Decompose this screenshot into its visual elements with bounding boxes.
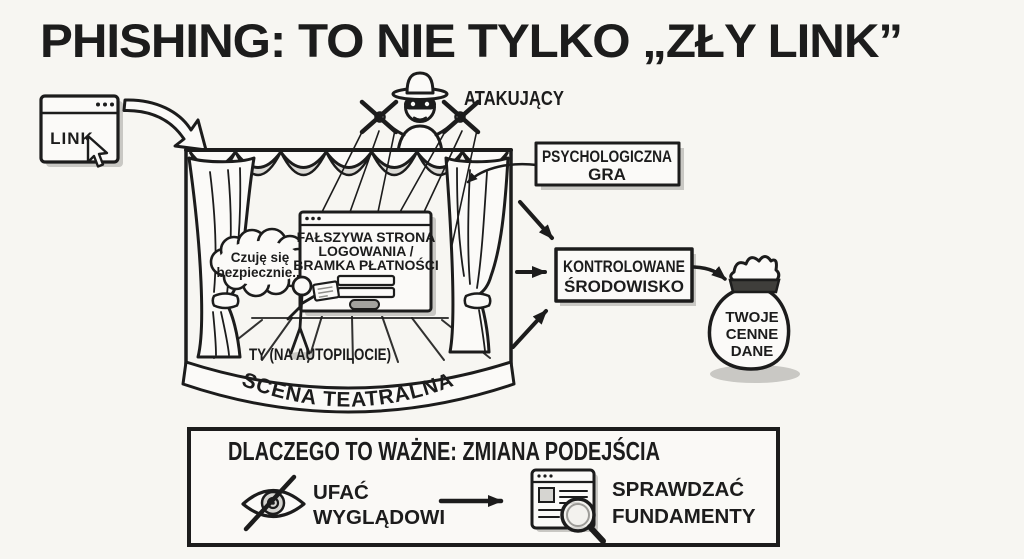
controlled-env-box: KONTROLOWANE ŚRODOWISKO [554, 247, 696, 306]
attacker-label: ATAKUJĄCY [464, 88, 565, 110]
stage-apron [181, 360, 516, 414]
card-in-hand-icon [312, 280, 340, 302]
psych-box-connector-arrow [466, 162, 539, 184]
thought-bubble-icon: Czuję się bezpiecznie... [209, 227, 318, 299]
controlled-box-line1: KONTROLOWANE [563, 257, 685, 276]
controlled-to-bag-arrow [692, 265, 727, 281]
fake-input-field-2 [336, 286, 396, 299]
puppet-crossbar-right-icon [441, 99, 481, 135]
puppet-strings [321, 129, 478, 246]
mask-icon [404, 99, 436, 110]
bag-line1: TWOJE [725, 309, 778, 326]
thought-line1: Czuję się [231, 250, 290, 265]
you-autopilot-label: TY (NA AUTOPILOCIE) [249, 345, 391, 364]
panel-title: DLACZEGO TO WAŻNE: ZMIANA PODEJŚCIA [228, 436, 660, 466]
old-way-line2: WYGLĄDOWI [313, 506, 445, 529]
psych-box-line2: GRA [588, 165, 626, 184]
thought-line2: bezpiecznie... [216, 265, 303, 280]
inspect-page-icon [530, 468, 606, 544]
bag-line2: CENNE [726, 326, 779, 343]
stage-to-controlled-arrows [511, 200, 554, 349]
victim-stick-figure [286, 275, 340, 360]
curtain-right-icon [444, 156, 510, 354]
bag-line3: DANE [731, 343, 774, 360]
puppet-crossbar-left-icon [359, 99, 399, 135]
attacker-puppeteer-icon [359, 71, 481, 154]
old-way-line1: UFAĆ [313, 480, 369, 504]
link-to-stage-arrow [122, 98, 208, 152]
fake-submit-button [349, 299, 380, 310]
link-browser-icon: LINK [39, 94, 123, 168]
new-way-line2: FUNDAMENTY [612, 505, 756, 528]
controlled-box-line2: ŚRODOWISKO [564, 277, 684, 296]
fake-input-field-1 [336, 274, 396, 287]
page-title: PHISHING: TO NIE TYLKO „ZŁY LINK” [40, 14, 902, 67]
cursor-icon [86, 134, 109, 168]
fake-page-line2: LOGOWANIA / [318, 243, 413, 259]
psych-game-box: PSYCHOLOGICZNA GRA [534, 141, 684, 190]
fake-page-line1: FAŁSZYWA STRONA [297, 229, 436, 245]
new-way-line1: SPRAWDZAĆ [612, 477, 744, 501]
fake-page-line3: BRAMKA PŁATNOŚCI [293, 256, 438, 273]
link-label: LINK [50, 129, 94, 148]
psych-box-line1: PSYCHOLOGICZNA [542, 147, 672, 166]
theater-stage [181, 148, 516, 414]
magnifier-icon [560, 497, 606, 544]
money-bag-icon: TWOJE CENNE DANE [707, 255, 800, 383]
bottom-panel: DLACZEGO TO WAŻNE: ZMIANA PODEJŚCIA UFAĆ… [187, 427, 780, 547]
crossed-eye-icon [241, 474, 306, 532]
